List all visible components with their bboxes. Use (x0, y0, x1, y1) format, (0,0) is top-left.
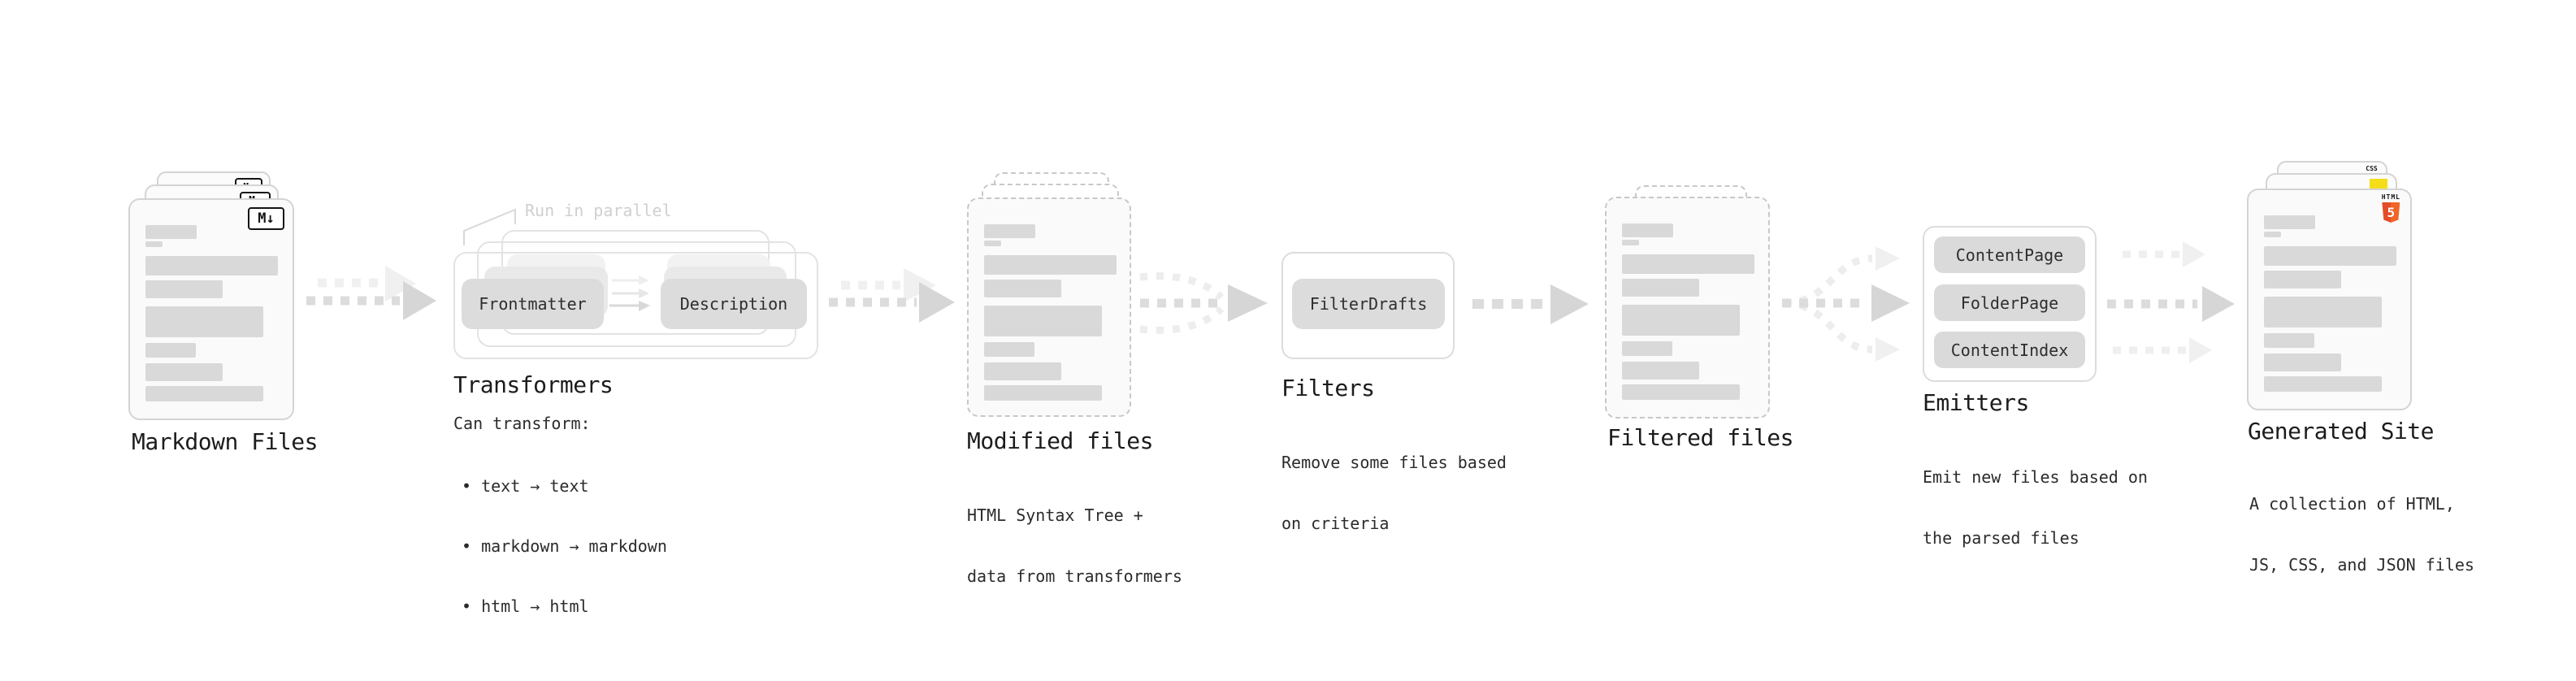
bullet-item: • text → text (462, 476, 589, 496)
text-placeholder-bar (1622, 254, 1754, 274)
text-placeholder-bar (1622, 384, 1740, 400)
run-in-parallel-note: Run in parallel (525, 201, 672, 220)
stage-generated-site: CSS HTML 5 (2247, 161, 2418, 413)
transformers-bullet-list: • text → text • markdown → markdown • ht… (462, 436, 667, 656)
text-placeholder-bar (145, 306, 263, 337)
generated-site-desc: A collection of HTML, JS, CSS, and JSON … (2249, 494, 2474, 575)
bullet-item: • markdown → markdown (462, 536, 667, 556)
markdown-files-label: Markdown Files (132, 428, 319, 455)
modified-files-desc: HTML Syntax Tree + data from transformer… (967, 505, 1182, 586)
filtered-files-label: Filtered files (1607, 424, 1794, 451)
transformers-label: Transformers (453, 371, 614, 398)
text-placeholder-bar (1622, 223, 1673, 237)
text-placeholder-bar (2264, 376, 2382, 392)
text-placeholder-bar (984, 342, 1034, 357)
frontmatter-pill: Frontmatter (462, 279, 604, 329)
text-placeholder-bar (1622, 362, 1699, 380)
modified-files-label: Modified files (967, 427, 1154, 454)
stage-markdown-files: M↓ M↓ M↓ (128, 171, 299, 423)
emitter-pill-folderpage: FolderPage (1934, 284, 2085, 321)
filtered-card-front (1605, 197, 1770, 419)
text-placeholder-bar (1622, 305, 1740, 336)
text-placeholder-bar (2264, 354, 2341, 371)
text-placeholder-bar (145, 343, 196, 358)
text-placeholder-bar (145, 386, 263, 401)
arrow-emitters-to-generated (2107, 241, 2235, 363)
text-placeholder-bar (145, 225, 197, 239)
html5-icon: HTML 5 (2382, 194, 2400, 223)
emitter-pill-contentindex: ContentIndex (1934, 332, 2085, 368)
text-placeholder-bar (2264, 246, 2396, 266)
text-placeholder-bar (145, 363, 223, 381)
generated-site-label: Generated Site (2248, 418, 2435, 445)
js-icon (2370, 179, 2387, 189)
stage-modified-files (967, 172, 1138, 424)
text-placeholder-bar (984, 224, 1035, 238)
arrow-modified-to-filters (1139, 272, 1268, 334)
text-placeholder-bar (1622, 341, 1672, 356)
text-placeholder-bar (984, 280, 1061, 297)
text-placeholder-bar (145, 241, 163, 247)
arrow-filtered-to-emitters (1782, 246, 1910, 362)
text-placeholder-bar (984, 385, 1102, 401)
text-placeholder-bar (2264, 271, 2341, 288)
markdown-card-front: M↓ (128, 198, 294, 420)
text-placeholder-bar (984, 306, 1102, 336)
filterdrafts-pill: FilterDrafts (1292, 279, 1445, 329)
text-placeholder-bar (984, 255, 1117, 275)
filters-label: Filters (1281, 375, 1375, 401)
transformers-desc-title: Can transform: (453, 414, 591, 433)
stage-filtered-files (1605, 185, 1776, 429)
run-in-parallel-callout-line (463, 208, 516, 245)
text-placeholder-bar (1622, 240, 1639, 245)
bullet-item: • html → html (462, 596, 589, 616)
emitters-desc: Emit new files based on the parsed files (1923, 467, 2148, 548)
text-placeholder-bar (2264, 333, 2314, 348)
arrow-markdown-to-transformers (306, 266, 436, 320)
markdown-icon: M↓ (248, 207, 284, 230)
transformer-frame-front (453, 252, 818, 359)
filters-desc: Remove some files based on criteria (1281, 453, 1507, 533)
description-pill: Description (661, 279, 807, 329)
modified-card-front (967, 197, 1131, 417)
emitter-pill-contentpage: ContentPage (1934, 236, 2085, 273)
text-placeholder-bar (2264, 232, 2281, 237)
text-placeholder-bar (2264, 297, 2382, 327)
text-placeholder-bar (145, 256, 278, 275)
emitters-label: Emitters (1923, 389, 2029, 416)
arrow-filters-to-filtered (1472, 284, 1589, 324)
arrow-transformers-to-modified (829, 268, 955, 323)
text-placeholder-bar (984, 362, 1061, 380)
text-placeholder-bar (2264, 215, 2315, 229)
transformer-parallel-arrows (609, 275, 650, 311)
text-placeholder-bar (1622, 279, 1699, 297)
generated-card-html: HTML 5 (2247, 189, 2412, 410)
text-placeholder-bar (984, 241, 1001, 246)
text-placeholder-bar (145, 280, 223, 298)
